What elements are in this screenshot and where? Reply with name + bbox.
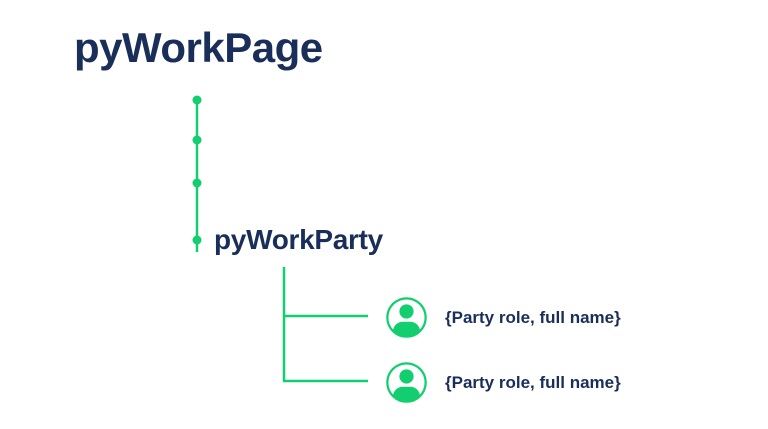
trunk-dot <box>192 235 202 245</box>
party-row: {Party role, full name} <box>385 361 621 404</box>
page-title: pyWorkPage <box>74 24 323 71</box>
person-icon <box>385 361 428 404</box>
trunk-dot <box>192 95 202 105</box>
party-label: {Party role, full name} <box>445 372 621 392</box>
party-row: {Party role, full name} <box>385 296 621 339</box>
trunk-dot <box>192 178 202 188</box>
trunk-dot <box>192 135 202 145</box>
subtitle-pyworkparty: pyWorkParty <box>214 224 383 255</box>
person-icon <box>385 296 428 339</box>
party-label: {Party role, full name} <box>445 307 621 327</box>
